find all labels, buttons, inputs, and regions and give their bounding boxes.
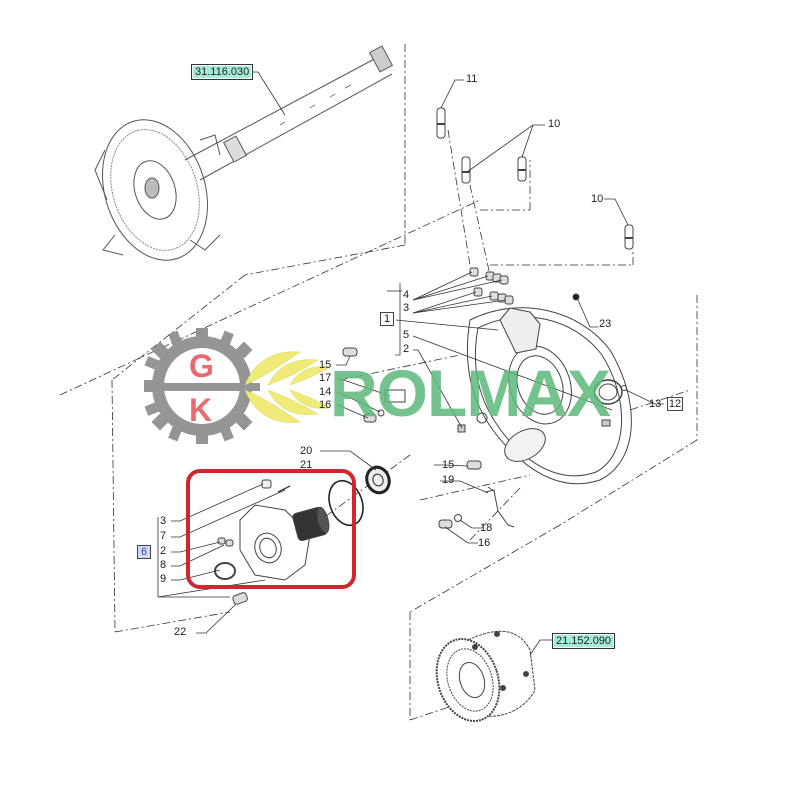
highlighted-part-frame (186, 469, 356, 589)
group-box-12[interactable]: 12 (667, 397, 683, 411)
housing-plate[interactable] (457, 293, 632, 485)
callout-7: 7 (160, 530, 167, 542)
callout-20: 20 (300, 445, 313, 457)
callout-10: 10 (591, 193, 604, 205)
callout-15: 15 (442, 459, 455, 471)
bolts-left[interactable] (342, 347, 406, 423)
callout-9: 9 (160, 573, 167, 585)
callout-11: 11 (466, 73, 478, 85)
wheat-leaves-icon (244, 351, 331, 423)
callout-17: 17 (319, 372, 332, 384)
callout-19: 19 (442, 474, 455, 486)
callout-23: 23 (599, 318, 612, 330)
input-shaft-assembly[interactable] (85, 45, 394, 274)
callout-4: 4 (403, 289, 410, 301)
clutch-pack-assembly[interactable] (426, 630, 536, 729)
reference-box-31-116-030[interactable]: 31.116.030 (191, 64, 254, 80)
pump-body[interactable] (214, 479, 331, 605)
callout-8: 8 (160, 559, 167, 571)
bracket-19[interactable] (438, 460, 515, 529)
callout-15: 15 (319, 359, 332, 371)
leader-lines (157, 71, 664, 656)
gear-icon (144, 328, 260, 444)
logo-letter-g: G (189, 348, 214, 384)
pins-group[interactable] (436, 107, 634, 250)
callout-2: 2 (403, 343, 410, 355)
callout-16: 16 (478, 537, 491, 549)
callout-14: 14 (319, 386, 332, 398)
dashed-frame-lines (59, 44, 698, 721)
group-box-6[interactable]: 6 (137, 545, 151, 559)
reference-box-21-152-090[interactable]: 21.152.090 (552, 633, 616, 649)
callout-18: 18 (480, 522, 493, 534)
callout-3: 3 (403, 302, 410, 314)
watermark-logo (144, 328, 331, 444)
group-box-1[interactable]: 1 (380, 312, 394, 326)
callout-16: 16 (319, 399, 332, 411)
callout-13: 13 (649, 398, 662, 410)
sleeves-group[interactable] (469, 267, 514, 305)
logo-letter-k: K (189, 392, 213, 428)
callout-10: 10 (548, 118, 561, 130)
callout-2: 2 (160, 545, 167, 557)
callout-3: 3 (160, 515, 167, 527)
watermark-brand-text: ROLMAX (330, 356, 611, 430)
callout-22: 22 (174, 626, 187, 638)
callout-5: 5 (403, 329, 410, 341)
callout-21: 21 (300, 459, 313, 471)
